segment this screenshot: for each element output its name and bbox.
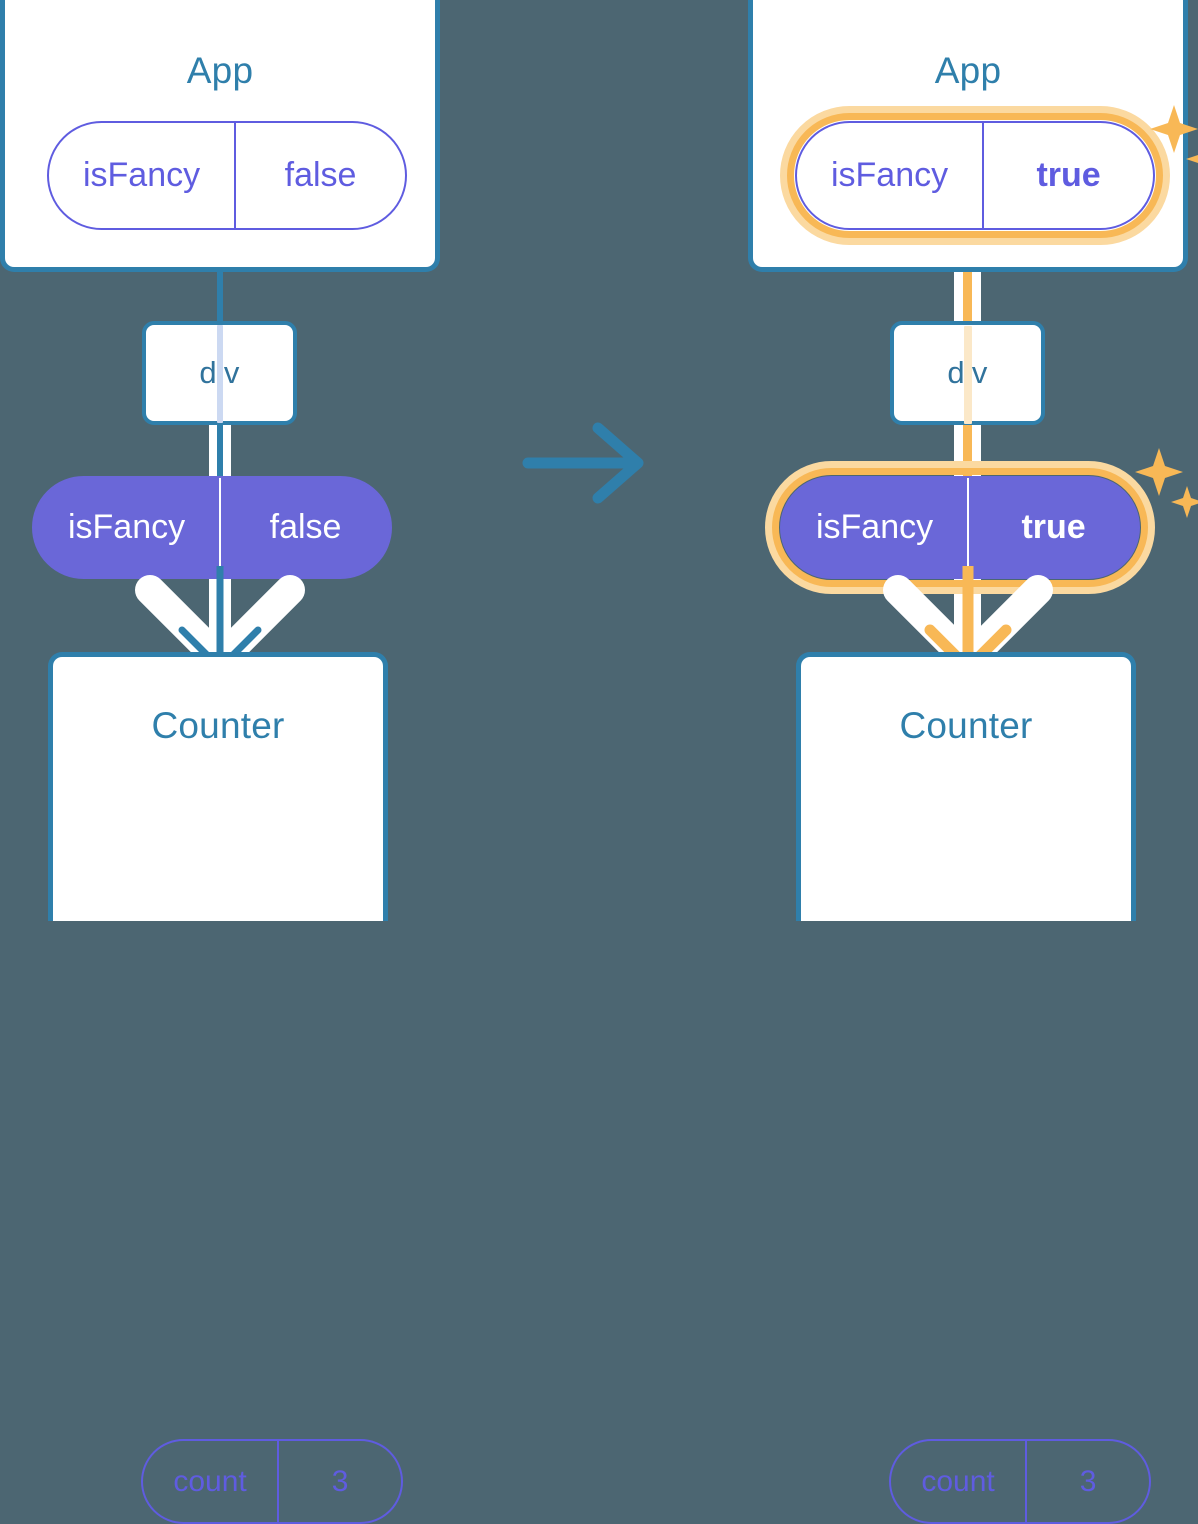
prop-pill-name: isFancy	[67, 508, 186, 546]
prop-pill-name: isFancy	[815, 508, 934, 546]
state-pill-name: count	[173, 1464, 247, 1498]
state-pill-isfancy-app[interactable]: isFancy true	[795, 121, 1155, 230]
component-box-app: App isFancy false	[0, 0, 440, 272]
sparkle-icon	[1135, 444, 1198, 522]
state-pill-name: count	[921, 1464, 995, 1498]
box-title-app: App	[186, 50, 254, 91]
state-pill-value: false	[234, 123, 405, 228]
component-box-counter: Counter count 3	[796, 652, 1151, 1524]
wire-app-to-div	[963, 234, 972, 326]
state-pill-count[interactable]: count 3	[889, 1439, 1151, 1524]
arrow-right-icon	[522, 422, 644, 504]
wire-div-to-prop	[217, 423, 223, 483]
state-pill-name: isFancy	[830, 156, 949, 194]
state-pill-name: isFancy	[82, 156, 201, 194]
state-pill-value: 3	[277, 1441, 401, 1522]
prop-pill-value: true	[967, 478, 1138, 577]
after-state-panel: App isFancy true div isFancy true	[738, 0, 1198, 1524]
wire-through-div	[964, 326, 972, 424]
wire-through-div	[217, 325, 223, 423]
prop-pill-isfancy[interactable]: isFancy false	[32, 476, 392, 579]
state-pill-value: true	[982, 123, 1153, 228]
before-state-panel: App isFancy false div isFancy false Coun…	[0, 0, 450, 1524]
state-pill-count[interactable]: count 3	[141, 1439, 403, 1524]
wire-div-to-prop	[963, 424, 972, 482]
prop-pill-value: false	[219, 478, 390, 577]
box-title-counter: Counter	[151, 705, 285, 746]
box-title-app: App	[934, 50, 1002, 91]
component-box-app: App isFancy true	[748, 0, 1198, 272]
prop-pill-isfancy[interactable]: isFancy true	[780, 476, 1140, 579]
state-pill-value: 3	[1025, 1441, 1149, 1522]
sparkle-icon	[1150, 101, 1198, 179]
box-title-counter: Counter	[899, 705, 1033, 746]
state-pill-isfancy-app[interactable]: isFancy false	[47, 121, 407, 230]
component-box-counter: Counter count 3	[48, 652, 403, 1524]
wire-app-to-div	[217, 265, 223, 325]
